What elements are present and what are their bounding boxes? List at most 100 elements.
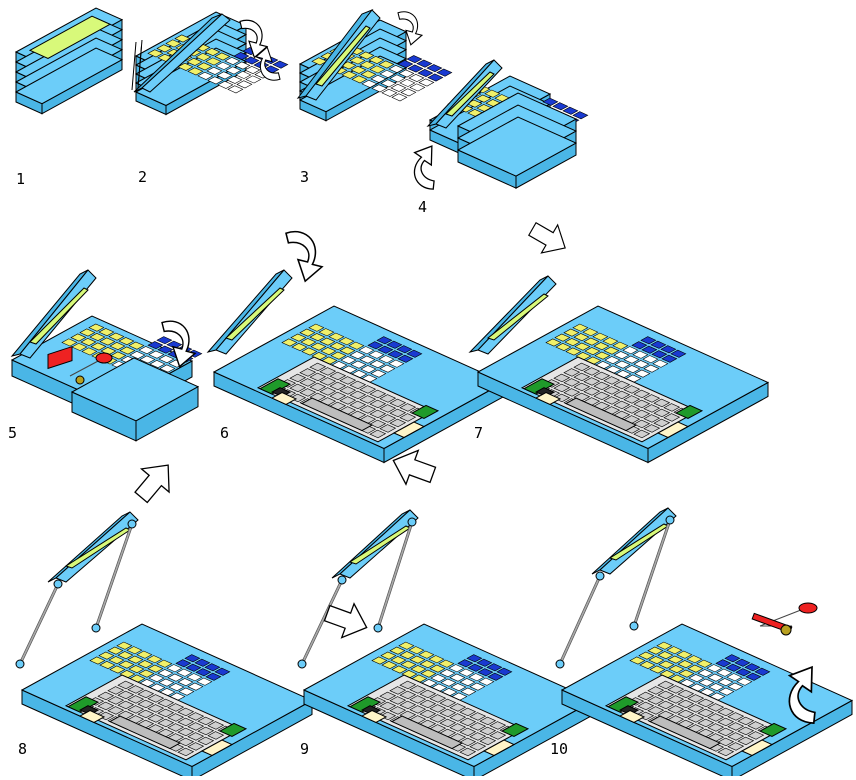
lid-screen (315, 25, 371, 87)
keyboard-key (157, 708, 175, 718)
keypad-key (129, 351, 146, 360)
keypad-key (379, 364, 396, 373)
support-rod-knob (373, 623, 383, 633)
keyboard-key (97, 691, 115, 701)
keypad-key (360, 70, 377, 79)
keypad-key (642, 355, 659, 364)
step-5-cover-open-pen (10, 269, 203, 442)
keypad-key (127, 655, 144, 664)
keypad-key (418, 78, 435, 87)
keypad-key (116, 641, 133, 650)
keypad-key (214, 667, 231, 676)
keyboard-key (359, 405, 377, 414)
keyboard-key (449, 713, 467, 722)
keyboard-key (677, 699, 695, 709)
keypad-key (668, 665, 685, 674)
keyboard-key (687, 714, 705, 723)
keyboard-key (97, 701, 115, 711)
keypad-key (178, 687, 195, 696)
keyboard-key (369, 409, 387, 419)
keyboard-key (613, 380, 631, 390)
keyboard-key (319, 377, 337, 386)
step-7-keyboard-open-tilt (468, 275, 770, 464)
keyboard-key (583, 377, 601, 386)
step-8-screen-lifted (15, 511, 314, 780)
keyboard-key (369, 389, 387, 399)
keypad-key (165, 39, 182, 48)
lid-screen (225, 287, 285, 341)
support-rod-knob (127, 519, 137, 529)
keypad-key (214, 52, 231, 61)
keypad-key (187, 67, 204, 76)
keyboard-key (127, 685, 145, 694)
keypad-key (108, 656, 125, 665)
keypad-key (440, 678, 457, 687)
keyboard-key (289, 383, 307, 393)
keypad-key (639, 661, 656, 670)
step-2-lid-open (131, 11, 289, 116)
lid-side-back (131, 41, 137, 91)
keyboard-key (643, 394, 661, 403)
keyboard-key (459, 727, 477, 737)
keypad-key (734, 658, 751, 667)
keypad-key (698, 678, 715, 687)
keypad-key (99, 337, 116, 346)
keyboard-key (613, 400, 631, 410)
keyboard-key (707, 713, 725, 722)
keyboard-key (573, 372, 591, 382)
keypad-key (707, 673, 724, 682)
keyboard-key (369, 429, 387, 439)
keypad-key (387, 350, 404, 359)
keypad-key (108, 332, 125, 341)
keypad-key (670, 349, 687, 358)
keypad-key (745, 672, 762, 681)
keypad-key (667, 655, 684, 664)
keypad-key (348, 341, 365, 350)
keyboard-key (737, 716, 755, 726)
keyboard-key (563, 388, 581, 397)
keypad-key (244, 66, 261, 74)
keypad-key (754, 667, 771, 676)
keypad-key (478, 677, 495, 686)
keypad-key (657, 651, 674, 660)
keyboard-key (389, 398, 407, 408)
keypad-key (573, 333, 590, 342)
keyboard-key (197, 726, 215, 736)
keyboard-key (697, 718, 715, 728)
keyboard-key (369, 419, 387, 429)
keyboard-key (309, 382, 327, 392)
keypad-key (380, 651, 397, 660)
keypad-key (696, 659, 713, 668)
keypad-key (400, 88, 417, 97)
keypad-key (338, 337, 355, 346)
keypad-key (126, 646, 143, 655)
keyboard-key (389, 418, 407, 428)
keypad-key (381, 88, 398, 97)
keyboard-key (329, 391, 347, 401)
keypad-key (406, 55, 423, 64)
cream-block (656, 421, 690, 439)
keyboard-key (379, 404, 397, 413)
keyboard-key (429, 714, 447, 723)
keypad-key (592, 332, 609, 341)
space-bar (648, 715, 722, 750)
keyboard-key (147, 704, 165, 713)
lid-screen (445, 71, 495, 117)
keypad-key (71, 342, 88, 351)
keypad-key (487, 672, 504, 681)
keypad-key (398, 641, 415, 650)
keyboard-key (127, 705, 145, 714)
keypad-key (234, 61, 251, 70)
keypad-key (224, 57, 241, 65)
keyboard-key (469, 712, 487, 721)
keypad-key (563, 328, 580, 337)
keypad-key (147, 341, 164, 350)
keypad-key (370, 369, 387, 378)
keypad-key (389, 74, 406, 83)
keyboard-key (687, 694, 705, 703)
keyboard-key (359, 385, 377, 394)
keypad-key (136, 650, 153, 659)
keypad-key (204, 663, 221, 672)
keyboard-key (299, 368, 317, 377)
keypad-key (70, 333, 87, 342)
